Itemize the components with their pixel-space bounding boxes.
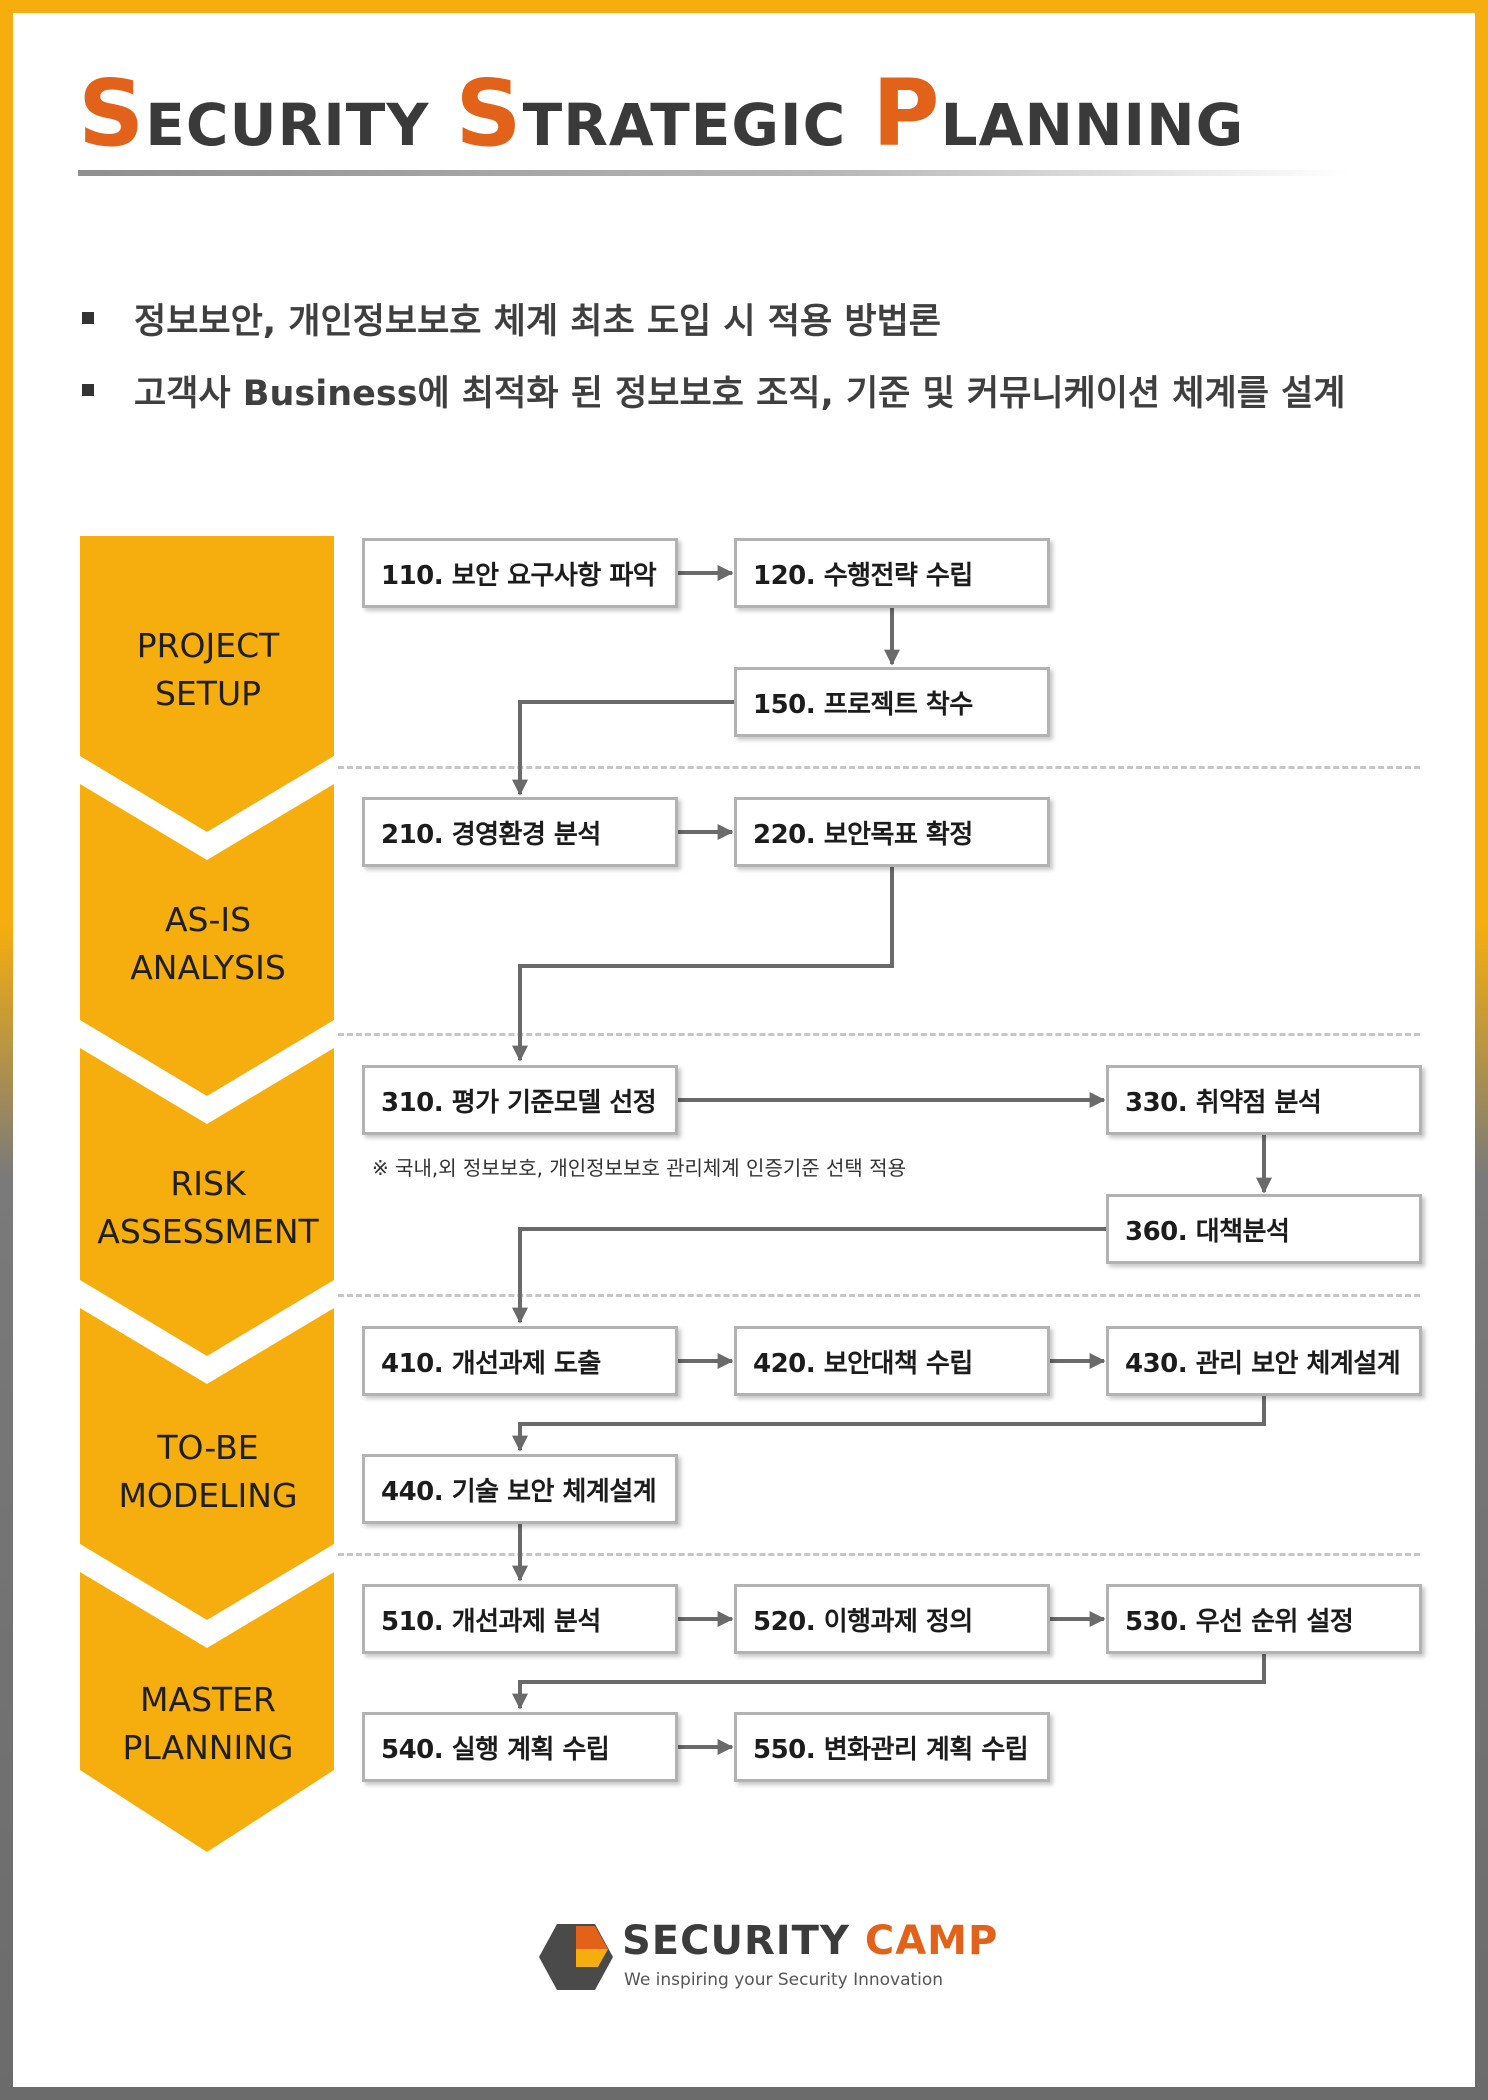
certification-note: ※ 국내,외 정보보호, 개인정보보호 관리체계 인증기준 선택 적용 [372, 1156, 906, 1180]
step-410-box: 410. 개선과제 도출 [362, 1326, 678, 1396]
phase-label-line: PROJECT [136, 626, 280, 665]
step-540-box: 540. 실행 계획 수립 [362, 1712, 678, 1782]
phase-label-line: ANALYSIS [130, 948, 286, 987]
bullet-item: 정보보안, 개인정보보호 체계 최초 도입 시 적용 방법론 [78, 282, 1346, 354]
title-initial: S [78, 60, 146, 167]
arrow-530-540 [512, 1654, 1266, 1710]
step-360-box: 360. 대책분석 [1106, 1194, 1422, 1264]
step-530-box: 530. 우선 순위 설정 [1106, 1584, 1422, 1654]
title-initial: S [455, 60, 523, 167]
step-120-box: 120. 수행전략 수립 [734, 538, 1050, 608]
step-440-box: 440. 기술 보안 체계설계 [362, 1454, 678, 1524]
title-rest: ECURITY [145, 91, 430, 159]
step-150-box: 150. 프로젝트 착수 [734, 667, 1050, 737]
step-220-box: 220. 보안목표 확정 [734, 797, 1050, 867]
step-420-box: 420. 보안대책 수립 [734, 1326, 1050, 1396]
phase-divider [338, 1553, 1420, 1556]
phase-chevron-risk-assessment [80, 1048, 334, 1356]
title-rest: LANNING [940, 91, 1245, 159]
logo-word-accent: CAMP [864, 1918, 999, 1964]
title-word-3: PLANNING [872, 60, 1245, 167]
step-430-box: 430. 관리 보안 체계설계 [1106, 1326, 1422, 1396]
bullet-text: 고객사 Business에 최적화 된 정보보호 조직, 기준 및 커뮤니케이션… [134, 373, 1346, 414]
title-word-1: SECURITY [78, 60, 430, 167]
arrow-360-410 [512, 1227, 1106, 1324]
title-underline [78, 170, 1348, 176]
phase-label-line: RISK [170, 1164, 246, 1203]
bullet-square-icon [82, 312, 94, 324]
phase-chevron-master-planning [80, 1572, 334, 1852]
phase-divider [338, 766, 1420, 769]
phase-label-line: TO-BE [157, 1428, 259, 1467]
phase-label-line: ASSESSMENT [97, 1212, 319, 1251]
phase-label-master-planning: MASTER PLANNING [80, 1676, 336, 1772]
phase-label-line: MASTER [140, 1680, 276, 1719]
arrow-150-210 [512, 700, 734, 796]
arrow-220-310 [512, 867, 894, 1062]
logo-word-main: SECURITY [622, 1918, 850, 1964]
phase-chevron-project-setup [80, 536, 334, 832]
title-word-2: STRATEGIC [455, 60, 847, 167]
step-520-box: 520. 이행과제 정의 [734, 1584, 1050, 1654]
phase-chevron-to-be-modeling [80, 1308, 334, 1620]
phase-divider [338, 1033, 1420, 1036]
phase-label-as-is-analysis: AS-IS ANALYSIS [80, 896, 336, 992]
logo-wordmark: SECURITY CAMP [622, 1918, 998, 1964]
phase-label-line: SETUP [154, 674, 261, 713]
step-210-box: 210. 경영환경 분석 [362, 797, 678, 867]
bullet-square-icon [82, 384, 94, 396]
step-330-box: 330. 취약점 분석 [1106, 1065, 1422, 1135]
hexagon-logo-icon [539, 1924, 613, 1990]
logo-tagline: We inspiring your Security Innovation [624, 1970, 944, 1990]
step-310-box: 310. 평가 기준모델 선정 [362, 1065, 678, 1135]
phase-label-line: PLANNING [122, 1728, 294, 1767]
phase-divider [338, 1294, 1420, 1297]
title-initial: P [872, 60, 941, 167]
phase-label-line: AS-IS [164, 900, 252, 939]
bullet-item: 고객사 Business에 최적화 된 정보보호 조직, 기준 및 커뮤니케이션… [78, 354, 1346, 426]
phase-chevron-as-is-analysis [80, 784, 334, 1096]
title-rest: TRATEGIC [522, 91, 847, 159]
security-camp-logo: SECURITY CAMP We inspiring your Security… [538, 1918, 997, 1998]
phase-label-to-be-modeling: TO-BE MODELING [80, 1424, 336, 1520]
bullet-text: 정보보안, 개인정보보호 체계 최초 도입 시 적용 방법론 [134, 301, 941, 342]
phase-label-risk-assessment: RISK ASSESSMENT [80, 1160, 336, 1256]
step-110-box: 110. 보안 요구사항 파악 [362, 538, 678, 608]
bullet-list: 정보보안, 개인정보보호 체계 최초 도입 시 적용 방법론 고객사 Busin… [78, 282, 1346, 426]
arrow-430-440 [512, 1396, 1266, 1452]
phase-label-line: MODELING [118, 1476, 298, 1515]
step-510-box: 510. 개선과제 분석 [362, 1584, 678, 1654]
phase-label-project-setup: PROJECT SETUP [80, 622, 336, 718]
phase-chevron-column [80, 536, 334, 1852]
step-550-box: 550. 변화관리 계획 수립 [734, 1712, 1050, 1782]
